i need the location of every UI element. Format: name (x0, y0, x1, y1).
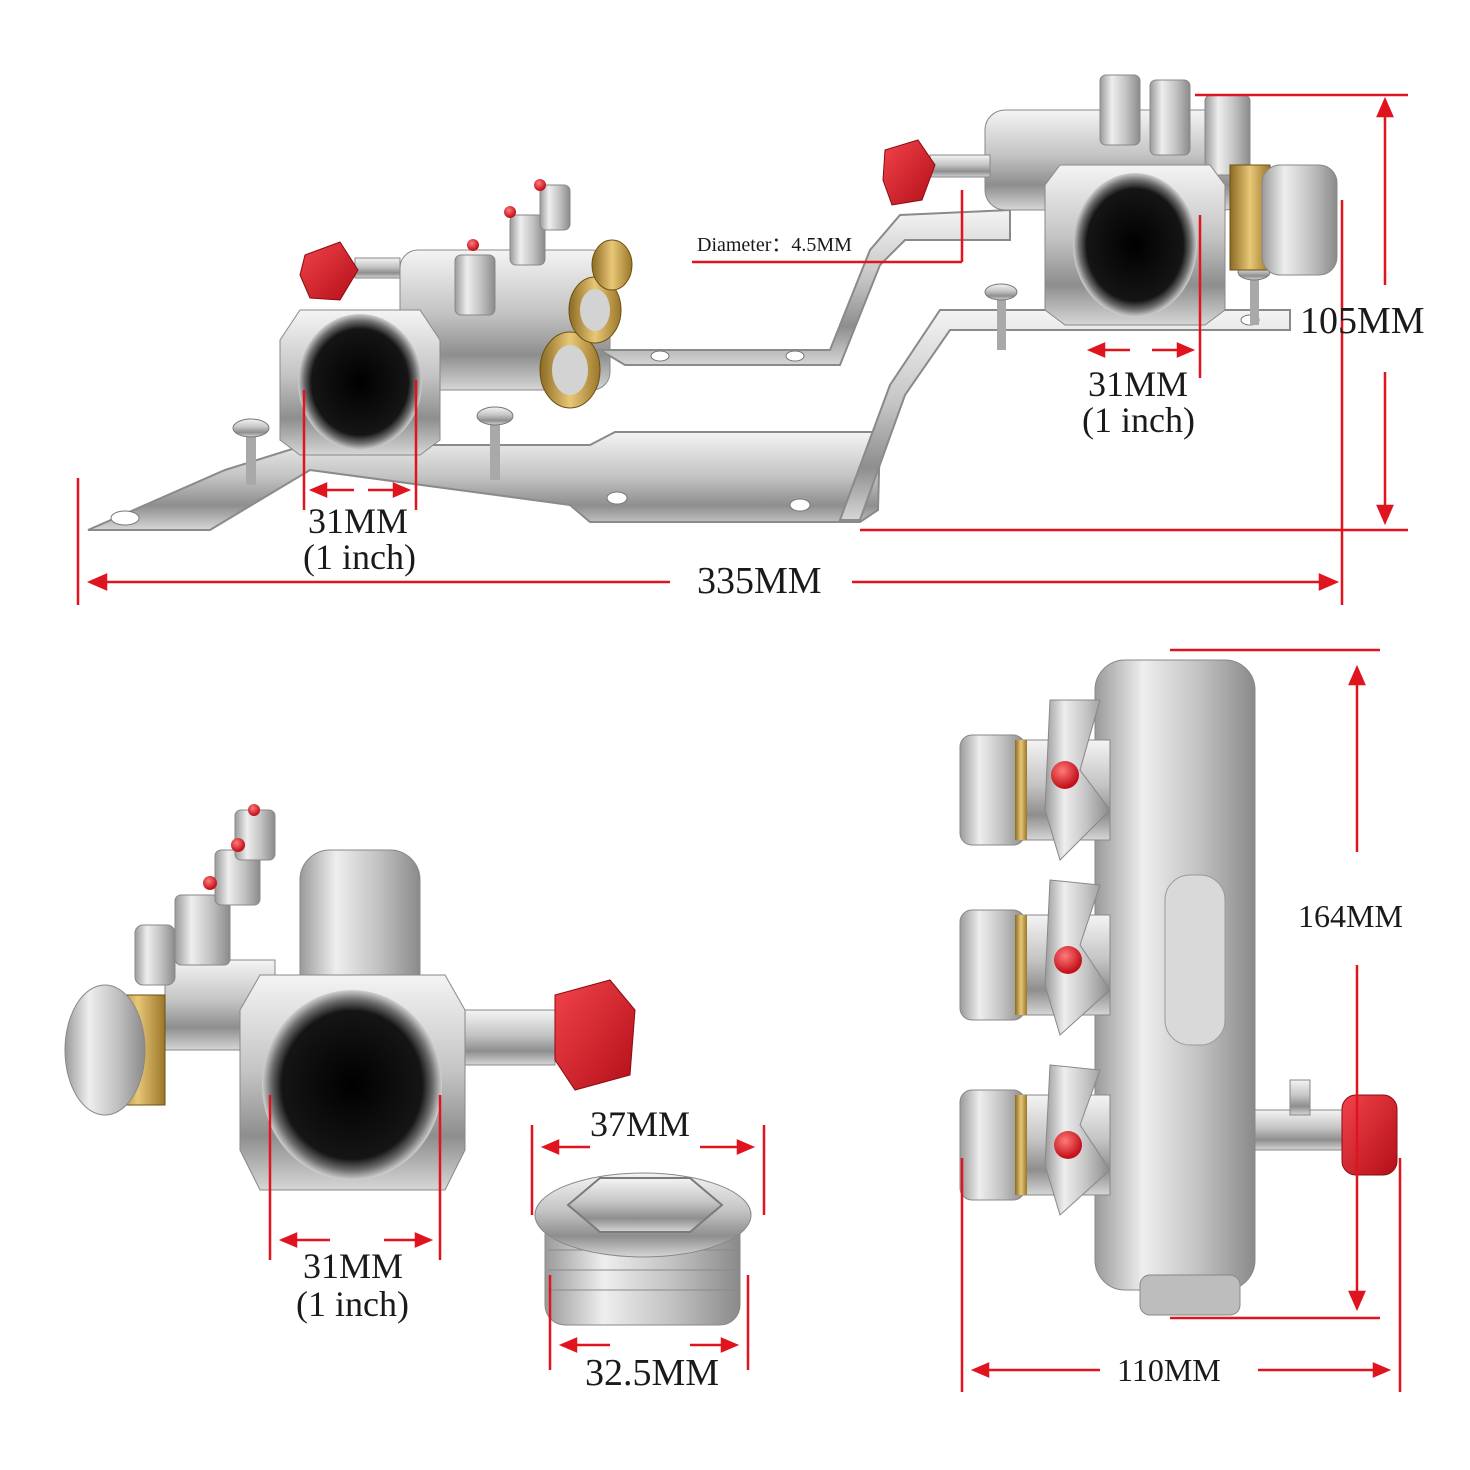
ball-valve (959, 879, 1111, 1036)
air-vent-cap-icon (882, 139, 991, 206)
manifold-assembly-left (87, 179, 882, 531)
manifold-side-view (959, 659, 1398, 1316)
mounting-bracket-left (87, 431, 882, 531)
top-left-inlet-mm-label: 31MM (308, 501, 409, 541)
length-335-label: 335MM (697, 560, 822, 602)
screw-icon (984, 283, 1018, 350)
top-left-inlet-inch-label: (1 inch) (303, 537, 416, 577)
hex-head-icon (566, 1177, 724, 1233)
brass-fitting-icon (591, 239, 633, 291)
union-nut-icon (64, 984, 146, 1116)
front-inlet-mm-label: 31MM (303, 1246, 404, 1286)
air-vent-cap-icon (299, 241, 401, 301)
height-105-label: 105MM (1300, 300, 1425, 342)
ball-valve (959, 1064, 1111, 1216)
air-vent-cap-icon (1254, 1079, 1398, 1176)
cap-32-5-label: 32.5MM (585, 1352, 720, 1394)
threaded-inlet-icon (298, 314, 422, 450)
end-cap-plug (534, 1172, 752, 1326)
screw-icon (232, 418, 270, 485)
air-vent-cap-icon (464, 979, 636, 1091)
screw-icon (476, 406, 514, 480)
threaded-inlet-icon (262, 990, 442, 1180)
height-164-label: 164MM (1298, 898, 1403, 934)
diameter-label: Diameter：4.5MM (697, 234, 852, 256)
threaded-inlet-icon (1073, 173, 1197, 317)
mounting-bracket-right (596, 208, 1011, 366)
manifold-assembly-right (596, 74, 1338, 521)
width-110-label: 110MM (1117, 1352, 1221, 1388)
manifold-front-view (64, 804, 636, 1191)
ball-valve (959, 699, 1111, 861)
red-indicator-icon (1051, 761, 1079, 789)
brass-fitting-icon (539, 331, 601, 409)
red-indicator-icon (1054, 1131, 1082, 1159)
brass-fitting-icon (568, 276, 622, 344)
cap-37-label: 37MM (590, 1104, 691, 1144)
top-right-inlet-mm-label: 31MM (1088, 364, 1189, 404)
dimension-lines (76, 93, 1408, 1392)
red-indicator-icon (1054, 946, 1082, 974)
top-right-inlet-inch-label: (1 inch) (1082, 400, 1195, 440)
front-inlet-inch-label: (1 inch) (296, 1284, 409, 1324)
